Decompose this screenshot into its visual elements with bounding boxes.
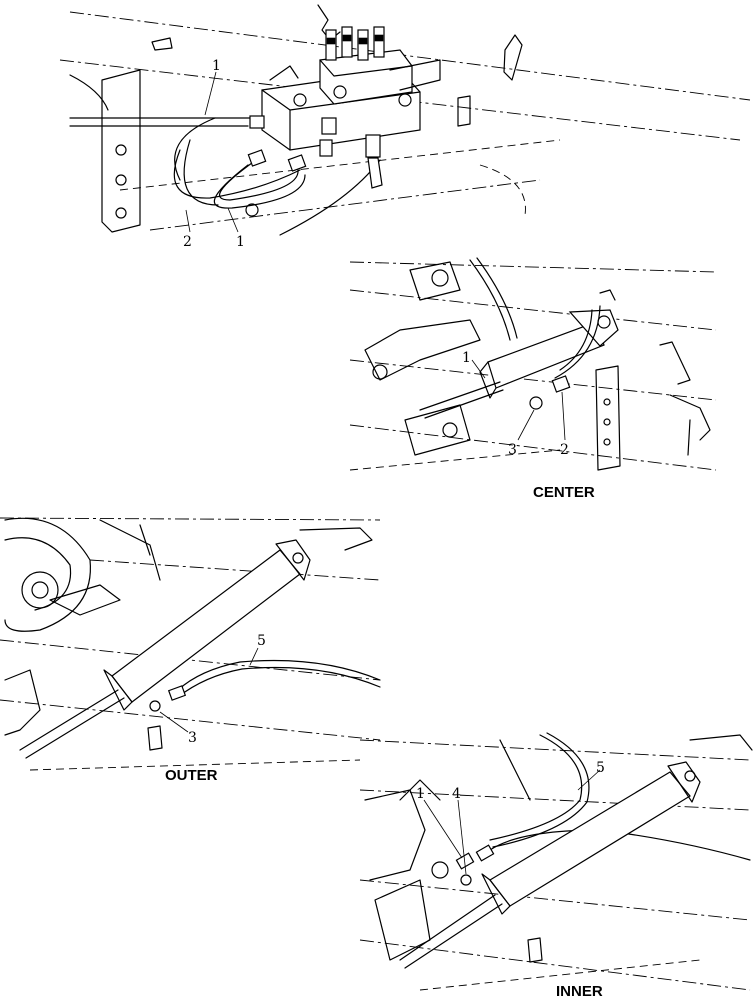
- callout-4: 4: [452, 786, 461, 802]
- callout-2: 2: [183, 234, 192, 250]
- callout-5: 5: [257, 633, 266, 649]
- view-label-outer: OUTER: [165, 767, 218, 784]
- callout-1: 1: [212, 58, 221, 74]
- callout-1: 1: [416, 786, 425, 802]
- callout-3: 3: [188, 730, 197, 746]
- callout-3: 3: [508, 442, 517, 458]
- outer-view: 5 3 OUTER: [0, 517, 381, 784]
- view-label-inner: INNER: [556, 983, 603, 1000]
- center-view: 1 3 2 CENTER: [349, 257, 717, 501]
- callout-2: 2: [560, 442, 569, 458]
- valve-block-view: 1 2 1: [59, 4, 751, 250]
- inner-view: 1 4 5 INNER: [359, 732, 753, 1000]
- view-label-center: CENTER: [533, 484, 595, 501]
- callout-1: 1: [462, 350, 471, 366]
- callout-5: 5: [596, 760, 605, 776]
- callout-1: 1: [236, 234, 245, 250]
